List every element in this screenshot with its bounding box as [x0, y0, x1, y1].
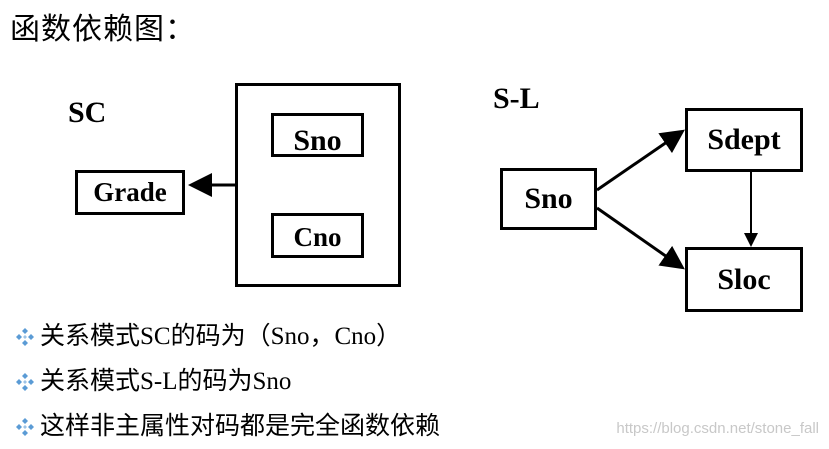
diamond-cluster-icon: [16, 418, 34, 436]
sc-label: SC: [68, 96, 107, 129]
bullet-item: 关系模式S-L的码为Sno: [14, 367, 291, 397]
bullet-text: 关系模式S-L的码为Sno: [40, 368, 292, 395]
sc-cno-box: Cno: [271, 213, 364, 258]
sc-grade-box: Grade: [75, 170, 185, 215]
sc-cno-text: Cno: [293, 222, 342, 252]
arrow-sno-to-sloc: [596, 206, 685, 270]
arrow-sno-to-sdept: [596, 129, 685, 192]
sl-sno-text: Sno: [524, 182, 573, 215]
bullet-item: 关系模式SC的码为（Sno，Cno）: [14, 322, 401, 352]
sl-sloc-box: Sloc: [685, 247, 803, 312]
bullet-item: 这样非主属性对码都是完全函数依赖: [14, 412, 440, 442]
sc-sno-text: Sno: [293, 124, 342, 157]
sc-grade-text: Grade: [93, 177, 167, 207]
sl-sloc-text: Sloc: [717, 262, 771, 296]
sl-sdept-box: Sdept: [685, 108, 803, 172]
sc-sno-box: Sno: [271, 113, 364, 157]
page-title: 函数依赖图：: [10, 13, 196, 46]
watermark-text: https://blog.csdn.net/stone_fall: [616, 420, 819, 437]
sl-sno-box: Sno: [500, 168, 597, 230]
sl-sdept-text: Sdept: [707, 123, 781, 156]
bullet-text: 关系模式SC的码为（Sno，Cno）: [40, 323, 402, 350]
bullet-text: 这样非主属性对码都是完全函数依赖: [40, 413, 441, 440]
diamond-cluster-icon: [16, 328, 34, 346]
sc-key-group-box: [235, 83, 401, 287]
sl-label: S-L: [493, 82, 540, 115]
diamond-cluster-icon: [16, 373, 34, 391]
